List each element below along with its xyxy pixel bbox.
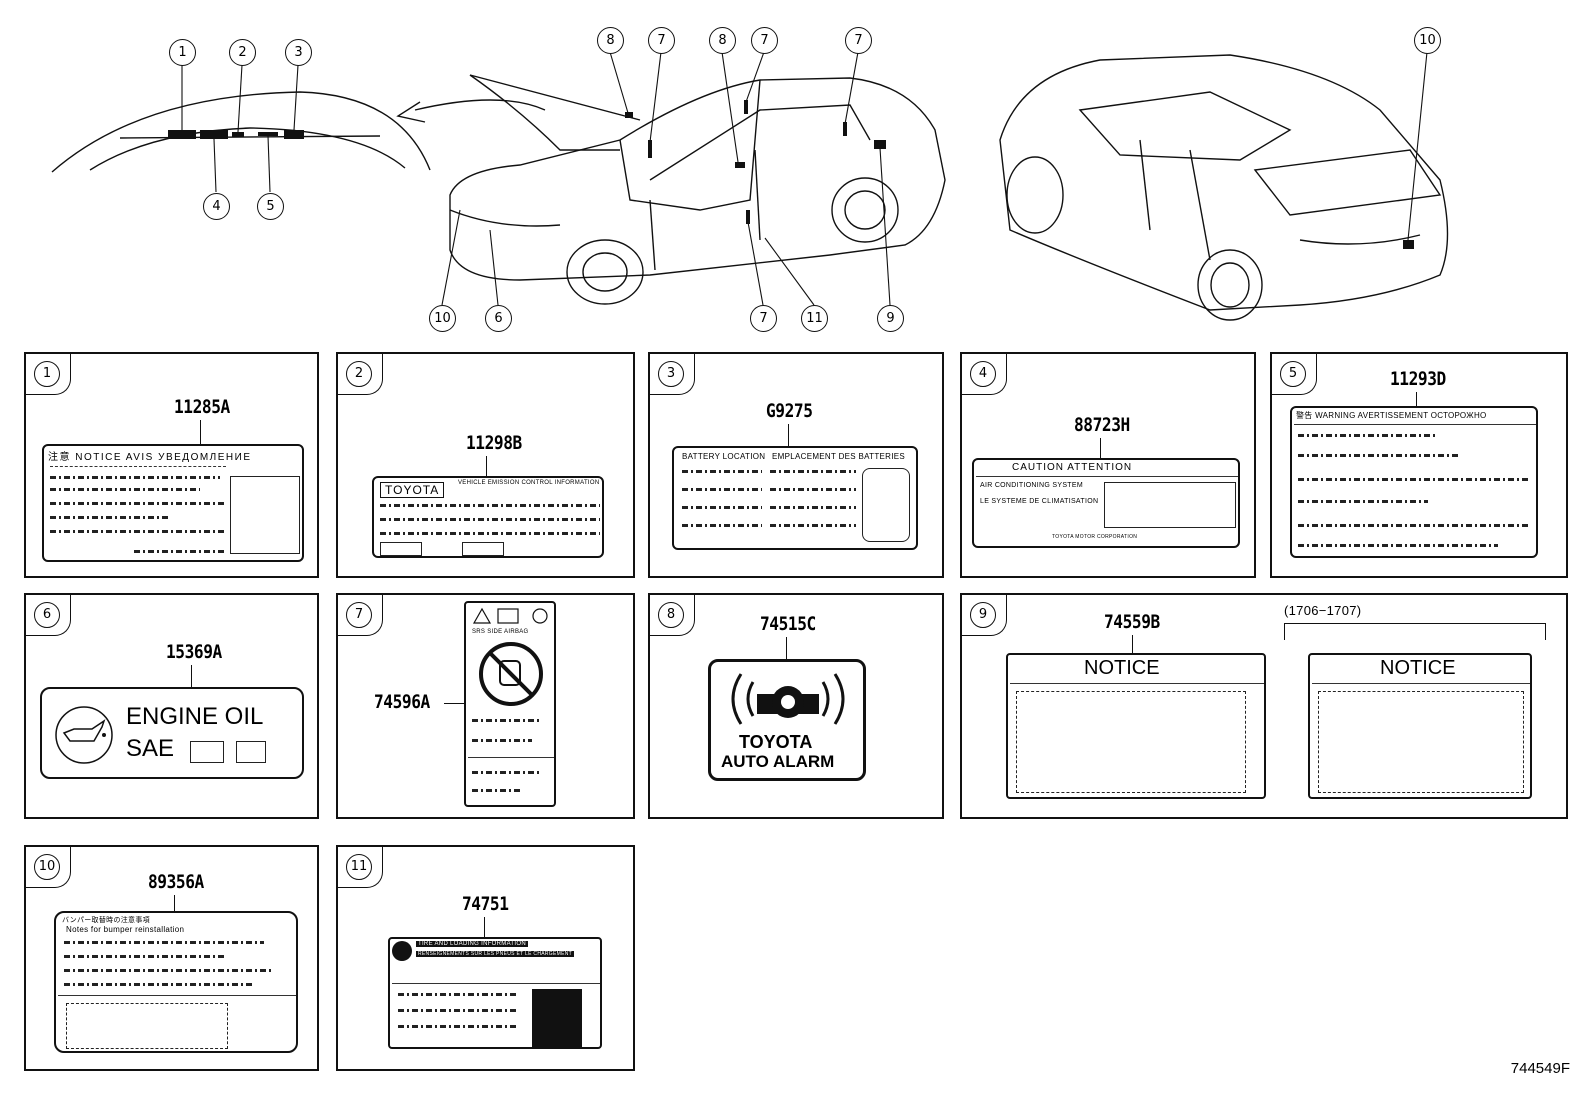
panel-6: 6 15369A ENGINE OIL SAE — [24, 593, 319, 819]
warning-manual-icon — [472, 607, 548, 624]
callout-dash-2: 2 — [229, 39, 256, 66]
callout-front-7: 7 — [750, 305, 777, 332]
callout-dash-5: 5 — [257, 193, 284, 220]
part-number: 74515C — [760, 613, 816, 635]
bumper-notes-label: バンパー取替時の注意事項 Notes for bumper reinstalla… — [54, 911, 298, 1053]
vehicle-illustrations — [51, 51, 1449, 321]
callout-tab: 3 — [650, 354, 695, 395]
callout-tab: 2 — [338, 354, 383, 395]
panel-2: 2 11298B TOYOTA VEHICLE EMISSION CONTROL… — [336, 352, 635, 578]
part-number: 89356A — [148, 871, 204, 893]
callout-dash-1: 1 — [169, 39, 196, 66]
notice-label: 注意 NOTICE AVIS УВЕДОМЛЕНИЕ — [42, 444, 304, 562]
callout-front-11: 11 — [801, 305, 828, 332]
side-airbag-label: SRS SIDE AIRBAG — [464, 601, 556, 807]
notice-label-a: NOTICE — [1006, 653, 1266, 799]
callout-tab: 7 — [338, 595, 383, 636]
callout-tab: 8 — [650, 595, 695, 636]
callout-front-6: 6 — [485, 305, 512, 332]
tire-logo-icon — [392, 941, 412, 961]
callout-tab: 1 — [26, 354, 71, 395]
ac-caution-label: CAUTION ATTENTION AIR CONDITIONING SYSTE… — [972, 458, 1240, 548]
emission-label: TOYOTA VEHICLE EMISSION CONTROL INFORMAT… — [372, 476, 604, 558]
part-number: 74559B — [1104, 611, 1160, 633]
model-range: (1706−1707) — [1284, 603, 1362, 618]
callout-dash-3: 3 — [285, 39, 312, 66]
callout-front-7: 7 — [648, 27, 675, 54]
callout-front-7: 7 — [845, 27, 872, 54]
callout-tab: 9 — [962, 595, 1007, 636]
battery-location-label: BATTERY LOCATION EMPLACEMENT DES BATTERI… — [672, 446, 918, 550]
panel-10: 10 89356A バンパー取替時の注意事項 Notes for bumper … — [24, 845, 319, 1071]
callout-tab: 5 — [1272, 354, 1317, 395]
panel-8: 8 74515C TOYOTA AUTO ALARM — [648, 593, 944, 819]
callout-tab: 10 — [26, 847, 71, 888]
callout-rear-10: 10 — [1414, 27, 1441, 54]
callout-front-8: 8 — [597, 27, 624, 54]
panel-9: 9 74559B (1706−1707) NOTICE NOTICE — [960, 593, 1568, 819]
diagram-id: 744549F — [1510, 1060, 1570, 1077]
tire-loading-label: TIRE AND LOADING INFORMATION RENSEIGNEME… — [388, 937, 602, 1049]
panel-7: 7 74596A SRS SIDE AIRBAG — [336, 593, 635, 819]
callout-tab: 4 — [962, 354, 1007, 395]
part-number: 11298B — [466, 432, 522, 454]
panel-1: 1 11285A 注意 NOTICE AVIS УВЕДОМЛЕНИЕ — [24, 352, 319, 578]
callout-front-7: 7 — [751, 27, 778, 54]
warning-label: 警告 WARNING AVERTISSEMENT ОСТОРОЖНО — [1290, 406, 1538, 558]
callout-dash-4: 4 — [203, 193, 230, 220]
panel-11: 11 74751 TIRE AND LOADING INFORMATION RE… — [336, 845, 635, 1071]
no-child-seat-icon — [479, 642, 543, 706]
part-number: 11285A — [174, 396, 230, 418]
callout-tab: 11 — [338, 847, 383, 888]
callout-front-8: 8 — [709, 27, 736, 54]
alarm-icon — [731, 673, 845, 725]
part-number: 11293D — [1390, 368, 1446, 390]
panel-4: 4 88723H CAUTION ATTENTION AIR CONDITION… — [960, 352, 1256, 578]
callout-front-9: 9 — [877, 305, 904, 332]
auto-alarm-label: TOYOTA AUTO ALARM — [708, 659, 866, 781]
part-number: 15369A — [166, 641, 222, 663]
engine-oil-label: ENGINE OIL SAE — [40, 687, 304, 779]
part-number: 88723H — [1074, 414, 1130, 436]
oil-can-icon — [55, 706, 113, 764]
notice-label-b: NOTICE — [1308, 653, 1532, 799]
panel-3: 3 G9275 BATTERY LOCATION EMPLACEMENT DES… — [648, 352, 944, 578]
panel-5: 5 11293D 警告 WARNING AVERTISSEMENT ОСТОРО… — [1270, 352, 1568, 578]
part-number: 74596A — [374, 691, 430, 713]
callout-tab: 6 — [26, 595, 71, 636]
part-number: 74751 — [462, 893, 509, 915]
part-number: G9275 — [766, 400, 813, 422]
callout-front-10: 10 — [429, 305, 456, 332]
